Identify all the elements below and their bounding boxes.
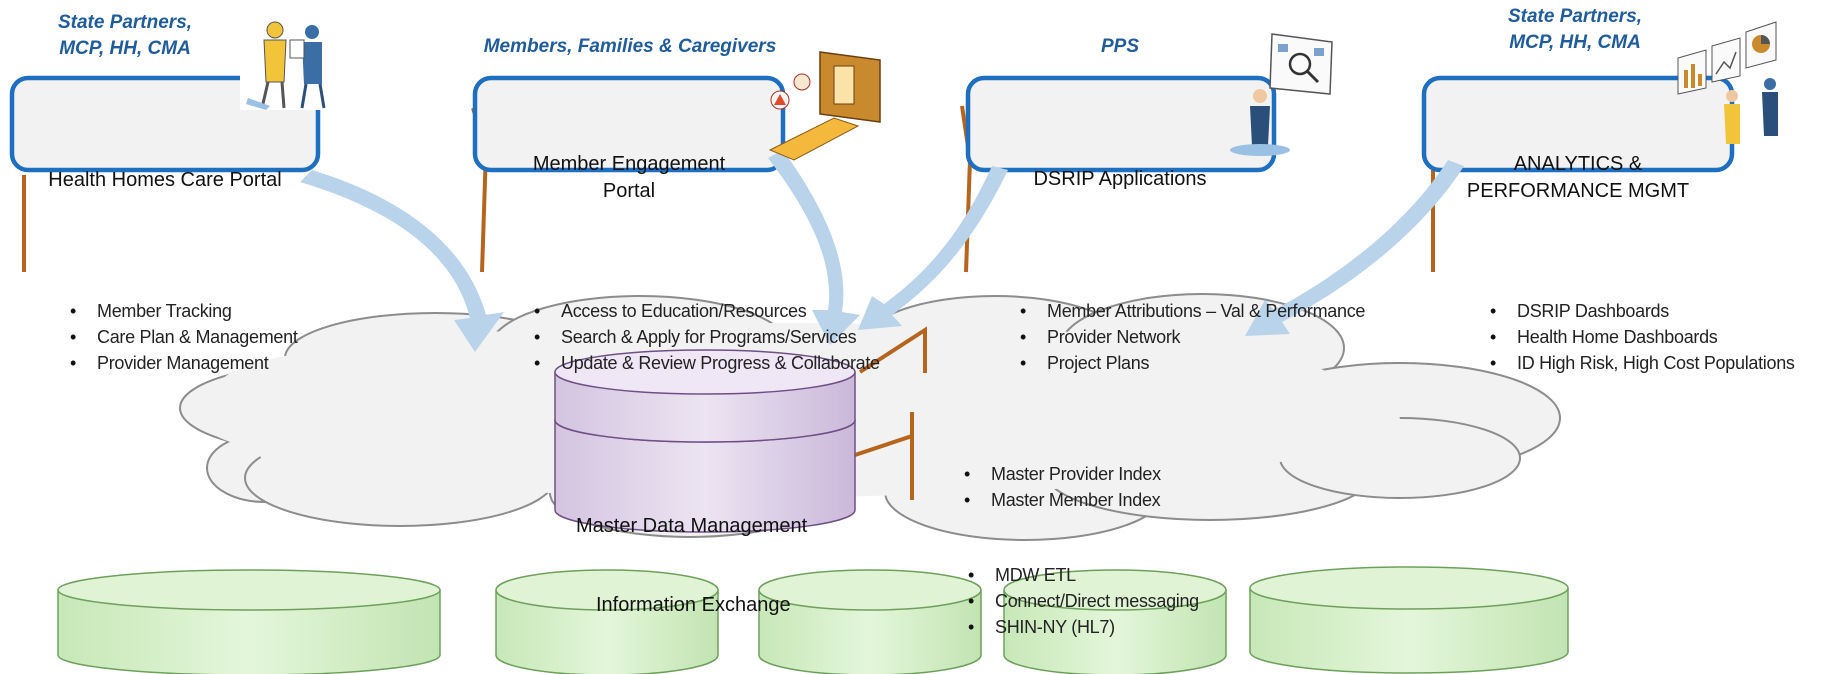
bullets-dsrip: Member Attributions – Val & Performance … (1020, 298, 1365, 376)
bullet-item: Access to Education/Resources (534, 298, 880, 324)
bullets-mdm: Master Provider Index Master Member Inde… (964, 461, 1161, 513)
bullet-item: ID High Risk, High Cost Populations (1490, 350, 1795, 376)
bullets-analytics: DSRIP Dashboards Health Home Dashboards … (1490, 298, 1795, 376)
bullets-exchange: MDW ETL Connect/Direct messaging SHIN-NY… (968, 562, 1199, 640)
role-label-member-engagement: Members, Families & Caregivers (483, 36, 777, 57)
bullet-item: Update & Review Progress & Collaborate (534, 350, 880, 376)
door-illustration-icon (768, 51, 881, 161)
bullet-item: Master Provider Index (964, 461, 1161, 487)
bullet-item: SHIN-NY (HL7) (968, 614, 1199, 640)
presentation-illustration-icon (1230, 33, 1333, 156)
portal-title-member-engagement: Member Engagement Portal (532, 153, 726, 202)
arrow-member-engagement (768, 150, 860, 345)
portal-title-health-homes: Health Homes Care Portal (48, 169, 282, 191)
bullet-item: Provider Management (70, 350, 298, 376)
bullet-item: MDW ETL (968, 562, 1199, 588)
bullets-member-engagement: Access to Education/Resources Search & A… (534, 298, 880, 376)
portal-box-member-engagement (472, 75, 786, 173)
portal-title-dsrip: DSRIP Applications (1033, 168, 1207, 190)
bullet-item: Connect/Direct messaging (968, 588, 1199, 614)
mdm-connectors (854, 326, 927, 500)
analytics-illustration-icon (1677, 21, 1778, 144)
exchange-cylinders (57, 566, 1569, 674)
exchange-label: Information Exchange (596, 594, 791, 616)
mdm-label: Master Data Management (576, 515, 808, 537)
bullet-item: Search & Apply for Programs/Services (534, 324, 880, 350)
portal-box-dsrip (965, 75, 1277, 173)
bullets-health-homes: Member Tracking Care Plan & Management P… (70, 298, 298, 376)
bullet-item: Health Home Dashboards (1490, 324, 1795, 350)
role-label-dsrip: PPS (1100, 36, 1140, 57)
role-label-health-homes: State Partners, MCP, HH, CMA (57, 12, 193, 59)
bullet-item: Project Plans (1020, 350, 1365, 376)
bullet-item: Provider Network (1020, 324, 1365, 350)
role-label-analytics: State Partners, MCP, HH, CMA (1507, 6, 1643, 53)
bullet-item: Master Member Index (964, 487, 1161, 513)
people-illustration-icon (240, 18, 335, 110)
portal-title-analytics: ANALYTICS & PERFORMANCE MGMT (1466, 153, 1690, 202)
bullet-item: Member Attributions – Val & Performance (1020, 298, 1365, 324)
bullet-item: DSRIP Dashboards (1490, 298, 1795, 324)
bullet-item: Care Plan & Management (70, 324, 298, 350)
mdm-database (554, 349, 856, 533)
bullet-item: Member Tracking (70, 298, 298, 324)
arrow-health-homes (300, 170, 504, 352)
